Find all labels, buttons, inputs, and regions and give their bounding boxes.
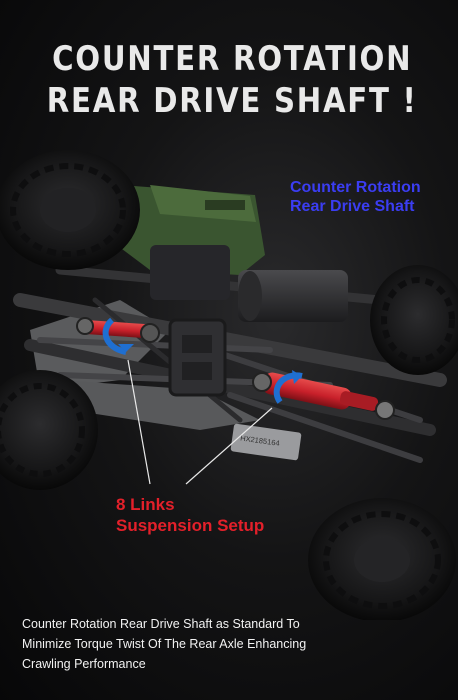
title-line-1: COUNTER ROTATION [52, 39, 413, 79]
caption-line-1: Counter Rotation Rear Drive Shaft as Sta… [22, 617, 300, 631]
caption-line-3: Crawling Performance [22, 657, 146, 671]
rotation-arrow-icon [102, 317, 134, 355]
caption-line-2: Minimize Torque Twist Of The Rear Axle E… [22, 637, 307, 651]
serial-plate: HX2185164 [230, 423, 302, 461]
tire-rear-right [370, 265, 458, 375]
tire-front-left [0, 150, 140, 270]
callout-leader-lines [127, 359, 273, 485]
page-title: COUNTER ROTATION REAR DRIVE SHAFT ! [35, 38, 429, 122]
rotation-arrow-icon [273, 370, 303, 404]
shaft-callout-line-2: Rear Drive Shaft [290, 198, 415, 215]
tire-rear-bottom [308, 498, 456, 620]
links-callout-line-1: 8 Links [116, 495, 175, 514]
tire-front-bottom [0, 370, 98, 490]
shaft-callout-line-1: Counter Rotation [290, 179, 421, 196]
links-callout: 8 Links Suspension Setup [116, 494, 264, 536]
motor-and-battery [150, 245, 348, 397]
rc-crawler-chassis-image: HX2185164 [0, 150, 458, 620]
links-callout-line-2: Suspension Setup [116, 516, 265, 535]
front-drive-shaft [76, 317, 160, 343]
feature-description: Counter Rotation Rear Drive Shaft as Sta… [22, 614, 442, 674]
title-line-2: REAR DRIVE SHAFT ! [46, 81, 418, 121]
shaft-callout: Counter Rotation Rear Drive Shaft [290, 178, 421, 216]
